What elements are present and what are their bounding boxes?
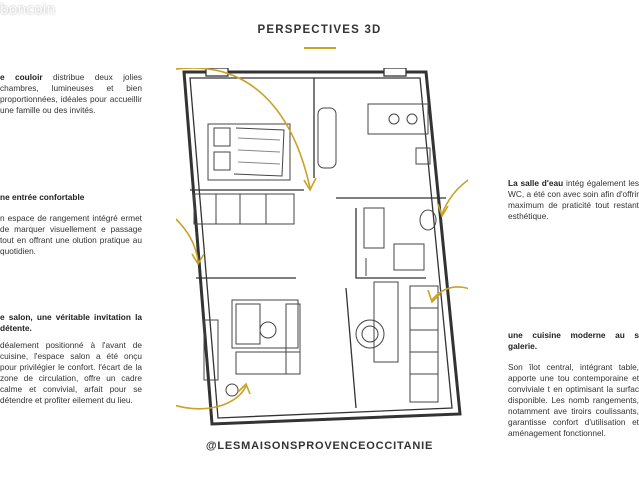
watermark-logo: boncoin xyxy=(0,2,56,18)
sdb-heading: La salle d'eau xyxy=(508,178,564,188)
salon-description: e salon, une véritable invitation la dét… xyxy=(0,312,142,411)
sdb-description: La salle d'eau intég également les WC, a… xyxy=(508,178,639,227)
entree-heading: ne entrée confortable xyxy=(0,192,85,202)
bed-top xyxy=(207,123,291,181)
salon-text: déalement positionné à l'avant de cuisin… xyxy=(0,340,142,405)
couloir-text: distribue deux jolies chambres, lumineus… xyxy=(0,72,142,115)
floor-plan-drawing xyxy=(176,68,468,426)
cuisine-text: Son îlot central, intégrant table, appor… xyxy=(508,362,639,438)
couloir-heading: e couloir xyxy=(0,72,43,82)
entree-text: n espace de rangement intégré ermet de m… xyxy=(0,213,142,256)
cuisine-heading: une cuisine moderne au s galerie. xyxy=(508,330,639,351)
sdb-text: intég également les WC, a été con avec s… xyxy=(508,178,639,221)
page-title: PERSPECTIVES 3D xyxy=(257,24,382,36)
footer-handle: @LESMAISONSPROVENCEOCCITANIE xyxy=(205,440,434,452)
entree-description: ne entrée confortable n espace de rangem… xyxy=(0,192,142,262)
salon-heading: e salon, une véritable invitation la dét… xyxy=(0,312,142,333)
title-underline xyxy=(304,47,336,49)
couloir-description: e couloir distribue deux jolies chambres… xyxy=(0,72,142,121)
cuisine-description: une cuisine moderne au s galerie. Son îl… xyxy=(508,330,639,444)
